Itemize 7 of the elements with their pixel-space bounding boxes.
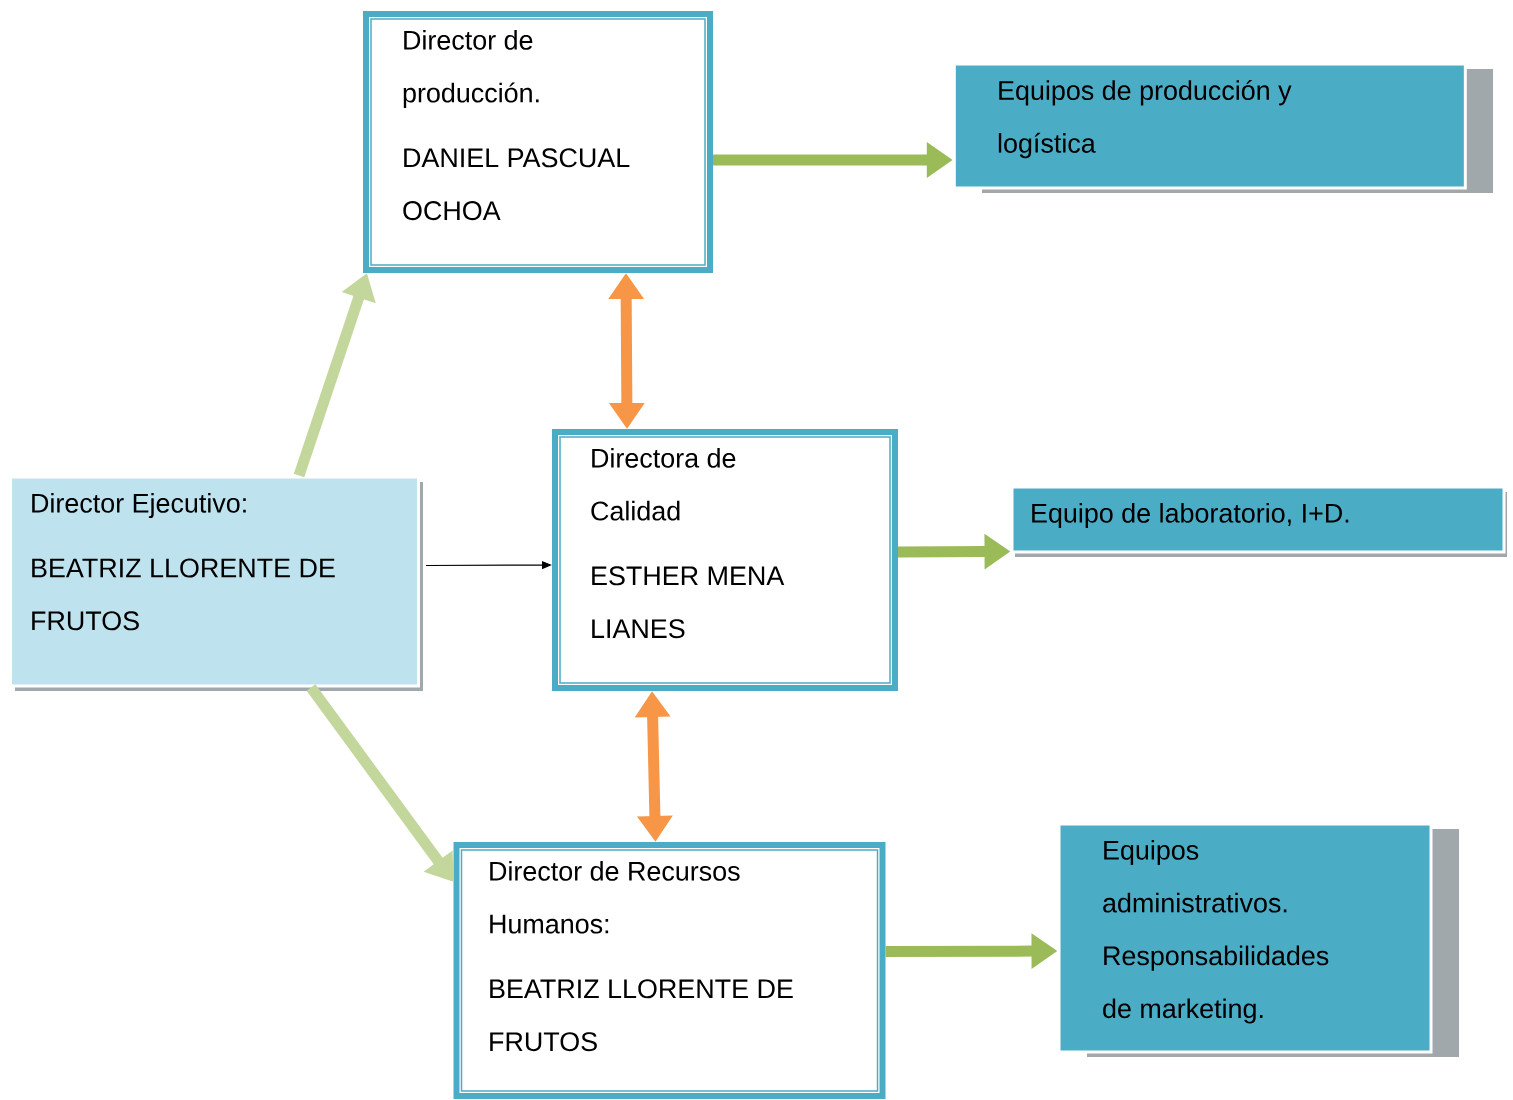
team-box: Equipos de producción y logística xyxy=(952,62,1493,193)
team-box: Equipo de laboratorio, I+D. xyxy=(1010,485,1507,557)
team-box: Equipos administrativos. Responsabilidades de marketing. xyxy=(1057,822,1459,1057)
director-box: Directora de Calidad ESTHER MENA LIANES xyxy=(552,429,898,691)
director-box: Director de Recursos Humanos: BEATRIZ LLORENTE DE FRUTOS xyxy=(453,842,886,1099)
director-box: Director de producción. DANIEL PASCUAL OCHOA xyxy=(363,11,713,273)
executive-box: Director Ejecutivo: BEATRIZ LLORENTE DE FRUTOS xyxy=(9,475,423,691)
